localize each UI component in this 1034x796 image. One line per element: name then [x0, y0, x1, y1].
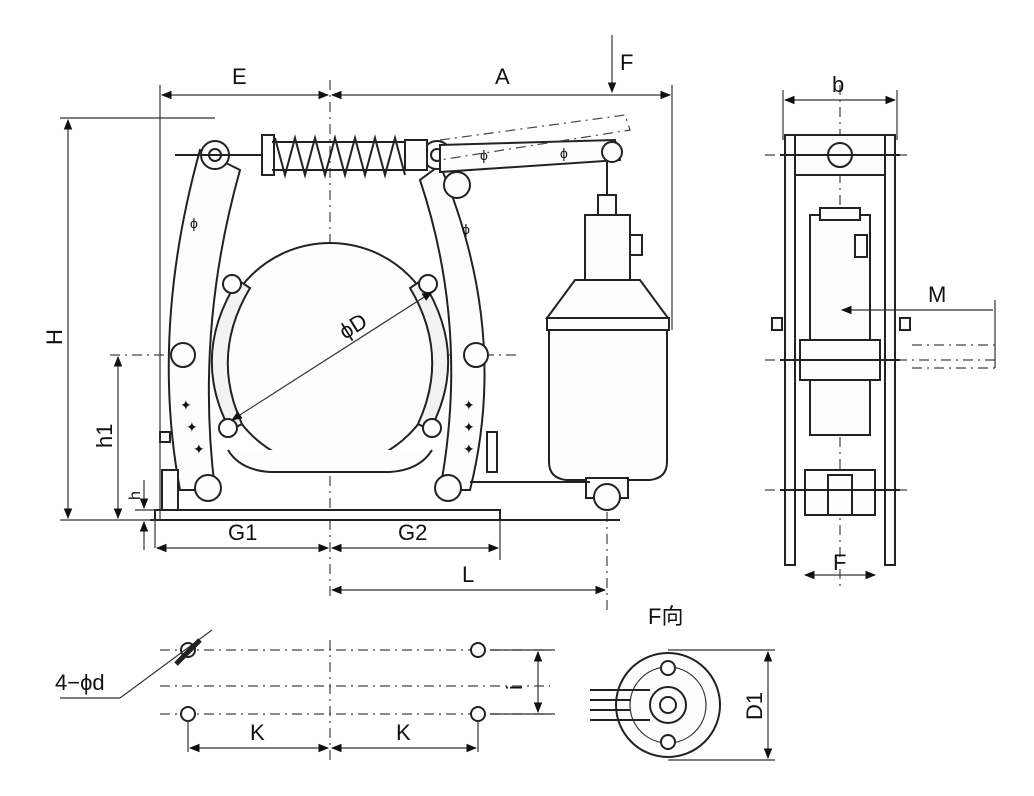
- left-adjust-nut: [159, 431, 171, 443]
- thruster-terminal: [629, 234, 643, 256]
- base-hole-view: K K i 4−ϕd: [55, 629, 555, 760]
- side-thruster-top: [819, 207, 861, 221]
- right-mid-pin: [463, 342, 489, 368]
- thruster-flange: [546, 317, 670, 331]
- spring-nut: [404, 139, 428, 171]
- svg-text:ϕ: ϕ: [480, 147, 488, 163]
- lever-alternate-position: [439, 114, 631, 161]
- right-bottom-pivot: [434, 474, 462, 502]
- label-b: b: [832, 72, 844, 97]
- label-F-top: F: [620, 50, 633, 75]
- label-F-view: F向: [648, 604, 683, 629]
- right-arm-pivot: [443, 171, 471, 199]
- push-rod-joint: [597, 194, 617, 216]
- label-F-side: F: [833, 550, 846, 575]
- side-stud-left: [771, 317, 783, 331]
- arm-marks: ϕ ϕ ✦ ✦ ✦ ✦ ✦ ✦: [180, 215, 475, 457]
- side-terminal: [854, 234, 868, 258]
- hole-marker: [174, 638, 202, 666]
- spring-seat-left: [261, 134, 275, 176]
- label-E: E: [232, 64, 247, 89]
- label-L: L: [462, 562, 474, 587]
- svg-text:✦: ✦: [186, 419, 198, 435]
- wheel-support: [227, 449, 433, 473]
- svg-text:✦: ✦: [463, 397, 475, 413]
- label-G1: G1: [228, 520, 257, 545]
- f-view-bore: [659, 696, 677, 714]
- lever-end-pin: [601, 141, 623, 163]
- front-view: ϕ ϕ ✦ ✦ ✦ ✦ ✦ ✦ ϕ ϕ: [42, 35, 673, 610]
- label-h: h: [127, 491, 144, 500]
- f-view-pin-top: [660, 660, 676, 676]
- base-plate: [154, 509, 501, 521]
- label-M: M: [928, 282, 946, 307]
- label-D1: D1: [742, 692, 767, 720]
- side-view: b M F: [765, 72, 1000, 590]
- left-mid-pin: [170, 342, 196, 368]
- main-spring: [274, 134, 406, 179]
- dim-D: [231, 291, 433, 421]
- svg-text:ϕ: ϕ: [190, 215, 198, 231]
- actuating-lever: [439, 138, 622, 174]
- thruster-shoulder: [545, 279, 670, 319]
- label-K-right: K: [396, 720, 411, 745]
- hole-bottom-right: [470, 706, 486, 722]
- label-A: A: [495, 64, 510, 89]
- thruster-body: [548, 329, 668, 481]
- f-direction-view: F向 D1: [590, 604, 775, 761]
- svg-text:✦: ✦: [463, 419, 475, 435]
- side-stud: [899, 317, 911, 331]
- svg-text:ϕ: ϕ: [560, 145, 568, 161]
- side-bottom-lug: [827, 474, 853, 516]
- label-H: H: [42, 329, 67, 345]
- left-adjust-stud: [161, 469, 179, 511]
- left-bottom-pivot: [194, 474, 222, 502]
- right-shoe-pin-top: [418, 274, 438, 294]
- svg-text:✦: ✦: [463, 441, 475, 457]
- svg-text:✦: ✦: [193, 441, 205, 457]
- left-shoe-pin-bottom: [218, 418, 238, 438]
- label-i: i: [502, 685, 527, 690]
- f-view-pin-bottom: [660, 734, 676, 750]
- side-right-plate: [884, 134, 896, 566]
- thruster-cylinder: [584, 214, 631, 281]
- svg-text:✦: ✦: [180, 397, 192, 413]
- hole-top-right: [470, 642, 486, 658]
- label-G2: G2: [398, 520, 427, 545]
- thruster-base-pin: [593, 483, 621, 511]
- hole-bottom-left: [180, 706, 196, 722]
- label-K-left: K: [250, 720, 265, 745]
- left-shoe-pin-top: [222, 274, 242, 294]
- right-shoe-pin-bottom: [422, 418, 442, 438]
- svg-text:ϕ: ϕ: [462, 221, 470, 237]
- label-h1: h1: [92, 424, 117, 448]
- label-holes: 4−ϕd: [55, 670, 105, 695]
- right-adjust-stud: [486, 431, 498, 473]
- brake-wheel: [217, 242, 443, 468]
- side-left-plate: [784, 134, 796, 566]
